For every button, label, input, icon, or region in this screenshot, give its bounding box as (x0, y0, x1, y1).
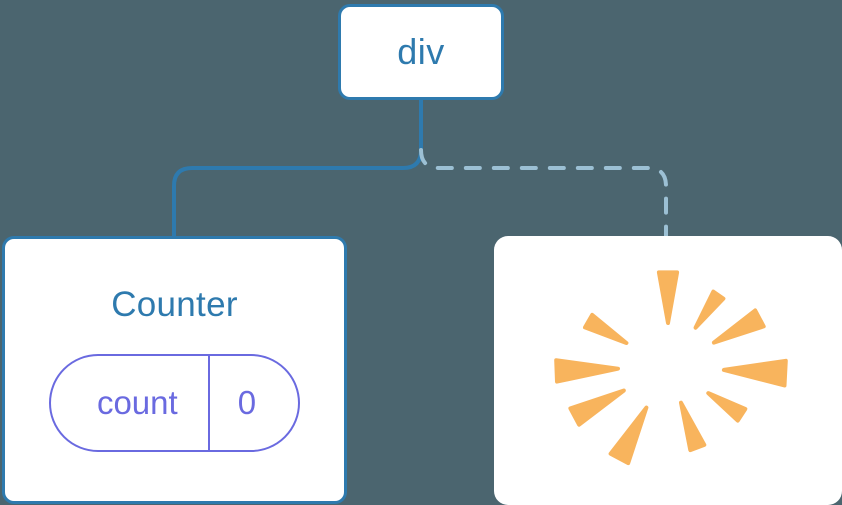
burst-ray-6 (608, 405, 649, 466)
burst-ray-8 (554, 358, 620, 384)
burst-ray-0 (656, 270, 680, 325)
state-pill[interactable]: count 0 (48, 354, 301, 452)
node-div[interactable]: div (338, 4, 504, 100)
sparkle-burst-icon (554, 270, 788, 466)
burst-ray-5 (679, 400, 707, 453)
state-value: 0 (237, 384, 257, 421)
burst-ray-7 (568, 388, 626, 427)
burst-ray-4 (706, 391, 748, 423)
node-counter[interactable]: Counter count 0 (2, 236, 347, 504)
state-key: count (96, 384, 178, 421)
burst-ray-3 (721, 358, 788, 388)
burst-ray-1 (693, 289, 726, 330)
div-to-counter-connector (172, 98, 423, 238)
node-burst[interactable] (494, 236, 842, 505)
burst-ray-2 (711, 308, 766, 345)
div-to-burst-connector (419, 148, 668, 238)
node-counter-label: Counter (111, 285, 238, 324)
state-pill-divider (207, 356, 210, 450)
burst-ray-9 (583, 312, 629, 345)
node-div-label: div (397, 31, 445, 72)
